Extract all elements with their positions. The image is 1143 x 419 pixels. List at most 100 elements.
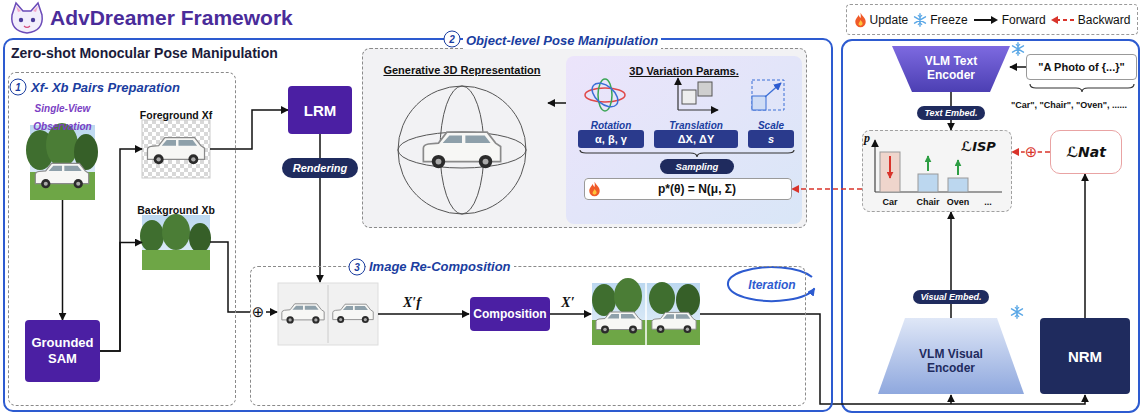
probability-chart-part xyxy=(880,152,900,192)
encoder-trapezoid: VLM Visual Encoder xyxy=(878,318,1024,394)
render-views-part xyxy=(333,304,373,323)
label-text: Oven xyxy=(947,197,970,207)
translation-icon xyxy=(678,78,718,110)
observation-photo xyxy=(26,123,98,200)
composed-photo-part xyxy=(614,278,642,314)
probability-chart-part xyxy=(889,156,891,178)
node-text-holder: NRM xyxy=(1040,318,1130,394)
label-text: 1 xyxy=(10,79,27,96)
step-pill: Sampling xyxy=(660,159,734,174)
connector xyxy=(1010,66,1026,68)
label-text-holder: X′ xyxy=(561,293,574,311)
connector xyxy=(1084,174,1086,318)
iteration-loop xyxy=(728,267,815,301)
probability-chart-part xyxy=(957,160,959,175)
label-text-holder: ... xyxy=(984,191,992,209)
legend-sample xyxy=(854,12,867,28)
probability-chart-part xyxy=(927,156,929,171)
scale-icon xyxy=(752,80,784,110)
logo-cat-part xyxy=(19,18,23,22)
logo-cat xyxy=(12,3,42,33)
legend-text: Backward xyxy=(1078,13,1131,27)
node-text: Visual Embed. xyxy=(920,292,981,302)
node-text: 3D Variation Params. xyxy=(629,65,738,77)
chart-ground xyxy=(862,130,1012,212)
vlm-panel xyxy=(842,40,1139,412)
node-text: LRM xyxy=(304,102,337,119)
render-views-part xyxy=(282,304,324,324)
node-text-holder: Scale xyxy=(738,115,804,133)
label-text-holder: 1 xyxy=(10,77,27,96)
node-text-holder: α, β, γ xyxy=(578,130,644,148)
node-text-holder: ΔX, ΔY xyxy=(654,130,738,148)
node-text-holder: Image Re-Composition xyxy=(366,257,514,275)
label-text-holder: p xyxy=(864,128,870,146)
node-text-holder: Composition xyxy=(470,297,550,331)
param-box: Scales xyxy=(748,130,794,148)
process-box: Grounded SAM xyxy=(25,320,100,382)
globe-figure xyxy=(398,86,526,214)
logo-cat-part xyxy=(16,6,38,12)
logo-cat-part xyxy=(31,18,35,22)
node-text-holder: 3D Variation Params. xyxy=(566,61,802,79)
label-text-holder: 2 xyxy=(444,29,461,48)
freeze-icon xyxy=(1013,43,1024,56)
composed-photo-part xyxy=(676,284,700,316)
node-text: Background Xb xyxy=(137,204,215,216)
globe-figure-part xyxy=(398,86,526,214)
node-text-holder: s xyxy=(748,130,794,148)
translation-icon-part xyxy=(677,78,678,110)
legend-sample xyxy=(1051,15,1075,25)
photo-frame: Foreground Xf xyxy=(142,120,210,178)
flow-arrows-part xyxy=(700,314,1085,404)
prompt-box: "A Photo of {...}" xyxy=(1026,54,1137,80)
flow-arrows-part xyxy=(210,242,250,312)
foreground-photo-part xyxy=(147,138,204,165)
label-text: Chair xyxy=(916,197,939,207)
composed-photo-part xyxy=(649,282,675,314)
composed-photo-part xyxy=(652,312,696,333)
flow-arrows-part xyxy=(378,313,469,315)
composed-photo-part xyxy=(592,284,616,316)
edge-label-holder: ⊕ xyxy=(1025,143,1038,161)
node-text-holder: ℒNat xyxy=(1051,131,1121,173)
param-box: TranslationΔX, ΔY xyxy=(654,130,738,148)
globe-figure-part-part xyxy=(398,86,526,214)
connector xyxy=(950,212,952,290)
encoder-trapezoid: VLM Text Encoder xyxy=(892,46,1010,92)
node-text: Translation xyxy=(669,120,723,131)
foreground-photo xyxy=(142,120,210,178)
label-text-holder: Oven xyxy=(947,191,970,209)
node-text-holder: Rotation xyxy=(568,115,654,133)
connector xyxy=(950,92,952,106)
background-photo-part xyxy=(162,214,190,250)
composed-photo-part xyxy=(596,312,642,334)
probability-chart-part xyxy=(918,174,938,192)
render-views-part xyxy=(328,285,329,343)
formula-box: p*(θ) = N(μ, Σ) xyxy=(584,178,792,200)
background-photo xyxy=(140,214,211,270)
title-text-holder: AdvDreamer Framework xyxy=(50,6,293,30)
node-text-holder: Foreground Xf xyxy=(122,105,230,123)
label-text-holder: Car xyxy=(882,191,897,209)
node-text: Xf- Xb Pairs Preparation xyxy=(31,80,180,95)
title-text: AdvDreamer Framework xyxy=(50,6,293,29)
node-text: Rendering xyxy=(293,162,347,174)
legend-sample xyxy=(913,13,927,27)
freeze-icon xyxy=(1012,306,1023,319)
translation-icon-part xyxy=(682,90,696,104)
sampling-brace xyxy=(580,150,794,157)
render-views xyxy=(278,283,378,345)
node-text: Scale xyxy=(758,120,784,131)
rotation-icon xyxy=(585,78,625,111)
params-ground xyxy=(566,56,802,224)
globe-node: Generative 3D Representation xyxy=(376,60,548,224)
composed-photo-part xyxy=(645,283,647,345)
globe-figure-part-part xyxy=(398,132,526,168)
node-text: ΔX, ΔY xyxy=(678,133,715,145)
scale-icon-part xyxy=(752,96,766,110)
label-text: 2 xyxy=(444,31,461,48)
edge-label: ⊕ xyxy=(1025,143,1038,161)
node-text-holder: Background Xb xyxy=(122,200,230,218)
